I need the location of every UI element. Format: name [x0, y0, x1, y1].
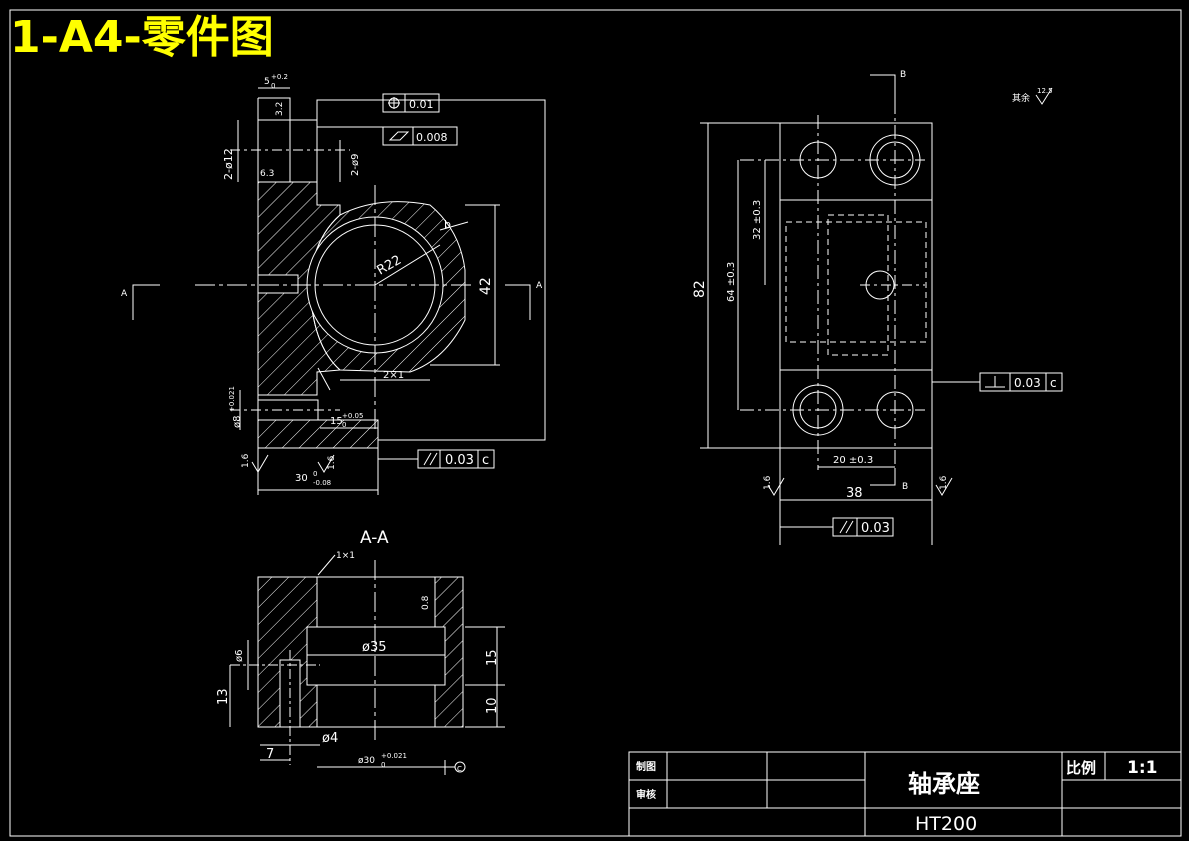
side-outline	[779, 122, 933, 449]
dim-15-tol-low: 0	[342, 421, 346, 429]
page-title: 1-A4-零件图	[10, 12, 274, 63]
chamfer-1x1: 1×1	[336, 551, 355, 561]
side-parallel-value: 0.03	[861, 521, 890, 536]
dim-phi35: ø35	[362, 640, 387, 655]
dim-phi30: ø30	[358, 756, 375, 766]
dim-30-tol-up: 0	[313, 470, 317, 478]
datum-c-left: c	[482, 453, 489, 468]
front-bolt-slot	[257, 119, 318, 183]
dim-38: 38	[846, 486, 863, 501]
dim-phi30-tol-low: 0	[381, 761, 385, 769]
rough-0-8: 0.8	[421, 595, 431, 610]
datum-c-right: c	[1050, 376, 1057, 390]
side-parallel-frame	[832, 517, 894, 537]
cut-a-right: A	[536, 281, 543, 291]
rough-3-2: 3.2	[275, 102, 285, 116]
section-label: A-A	[360, 528, 389, 548]
rough-6-3: 6.3	[260, 169, 274, 179]
cut-a-left: A	[121, 289, 128, 299]
rough-1-6-left: 1.6	[241, 453, 251, 468]
dim-64: 64 ±0.3	[726, 262, 737, 302]
position-tol-frame	[382, 93, 440, 113]
perp-tol-value: 0.03	[1014, 376, 1041, 390]
dim-15-tol: +0.05	[342, 412, 363, 420]
position-tol-value: 0.01	[409, 98, 434, 111]
dim-13: 13	[216, 688, 231, 705]
dim-42: 42	[478, 277, 494, 295]
front-hatch-bottom	[257, 419, 379, 449]
flatness-tol-value: 0.008	[416, 131, 448, 144]
dim-phi8-tol: +0.021	[228, 386, 236, 412]
tb-scale-value: 1:1	[1127, 758, 1157, 778]
dim-15: 15	[330, 416, 343, 427]
rough-1-6-mid: 1.6	[327, 455, 337, 470]
dim-30-tol-low: -0.08	[313, 479, 331, 487]
dim-phi30-tol: +0.021	[381, 752, 407, 760]
front-view	[132, 87, 546, 495]
rough-right-side: 1.6	[939, 475, 949, 490]
tb-part-name: 轴承座	[908, 770, 980, 798]
dim-5-tol-low: 0	[271, 82, 275, 90]
tb-drawn-label: 制图	[636, 760, 656, 773]
dim-2-phi9: 2-ø9	[350, 154, 361, 176]
section-view	[229, 554, 505, 775]
dim-20: 20 ±0.3	[833, 455, 873, 466]
radius-b: b	[444, 218, 451, 231]
dim-phi8: ø8	[232, 416, 243, 428]
tb-material: HT200	[915, 813, 977, 835]
tb-checked-label: 审核	[636, 788, 656, 801]
flatness-tol-frame	[382, 126, 458, 146]
chamfer-2x1: 2×1	[383, 370, 404, 381]
drawing-border	[9, 9, 1182, 837]
roughness-rest-label: 其余	[1012, 92, 1030, 104]
roughness-rest-value: 12.5	[1037, 87, 1053, 95]
datum-c-section: C	[457, 765, 462, 773]
dim-7: 7	[266, 747, 274, 762]
dim-82: 82	[692, 280, 708, 298]
dim-2-phi12: 2-ø12	[222, 148, 235, 180]
cut-b-bottom: B	[902, 482, 908, 492]
title-block	[628, 751, 1182, 837]
dim-32: 32 ±0.3	[752, 200, 763, 240]
dim-30: 30	[295, 473, 308, 484]
dim-phi6: ø6	[234, 650, 245, 662]
parallel-tol-value: 0.03	[445, 453, 474, 468]
rough-left-side: 1.6	[763, 475, 773, 490]
dim-5: 5	[264, 77, 270, 87]
dim-10-section: 10	[485, 697, 500, 714]
side-view	[700, 74, 1063, 545]
tb-scale-label: 比例	[1066, 759, 1096, 777]
dim-5-tol: +0.2	[271, 73, 288, 81]
cut-b-top: B	[900, 70, 906, 80]
dim-phi4: ø4	[322, 731, 338, 746]
section-hatch-right	[434, 576, 464, 728]
dim-15-section: 15	[485, 649, 500, 666]
